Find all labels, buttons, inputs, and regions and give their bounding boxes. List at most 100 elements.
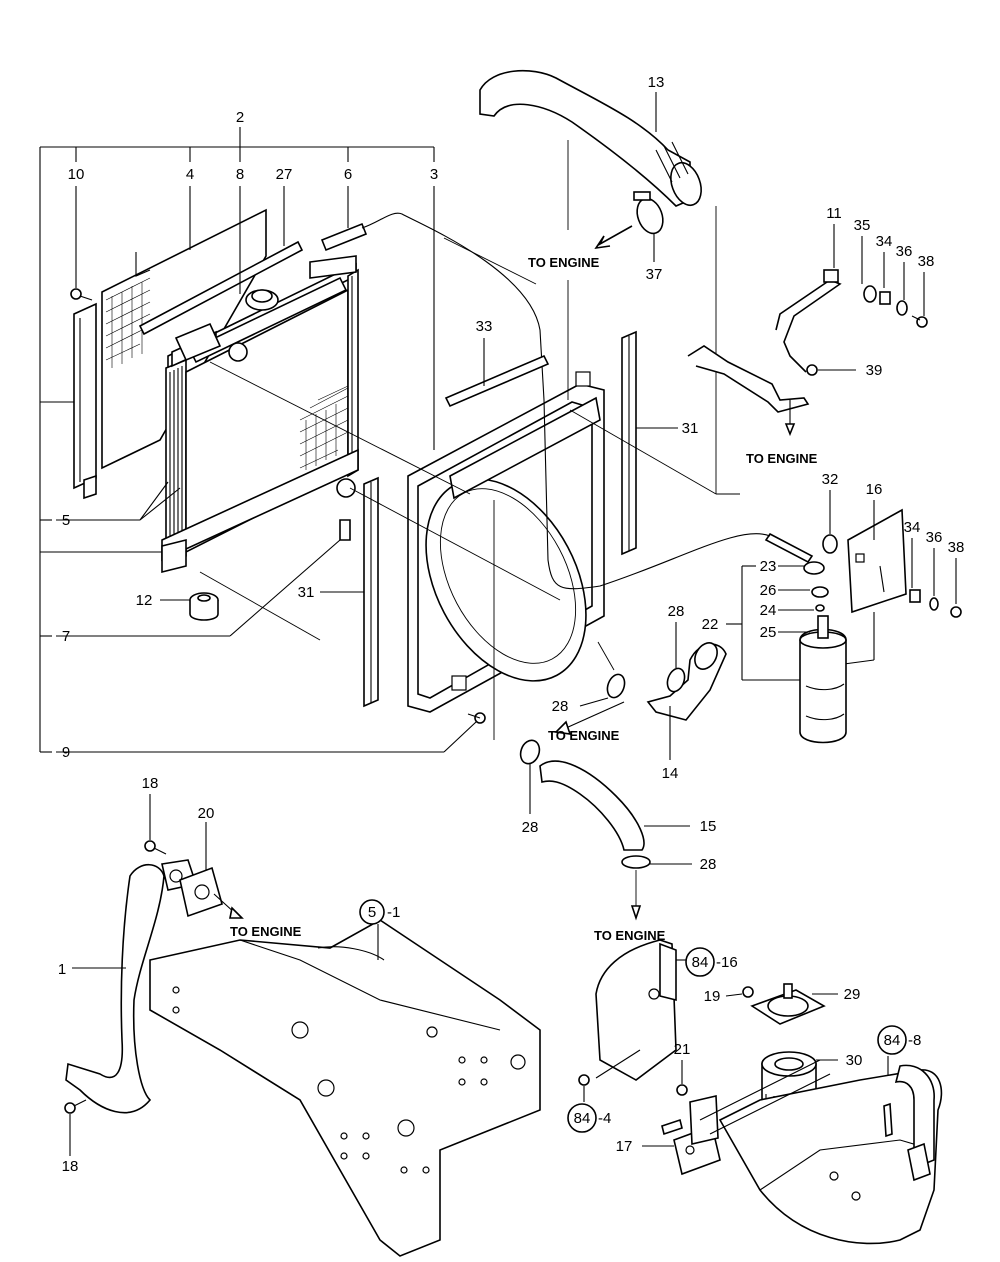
callout-3[interactable]: 3 xyxy=(430,166,438,183)
callout-30[interactable]: 30 xyxy=(846,1052,863,1069)
callout-21[interactable]: 21 xyxy=(674,1041,691,1058)
hose-14 xyxy=(646,642,727,760)
callout-34-upper[interactable]: 34 xyxy=(876,233,893,250)
gasket-20 xyxy=(179,822,244,919)
upper-hose-13 xyxy=(479,69,702,207)
callout-37[interactable]: 37 xyxy=(646,266,663,283)
callout-20[interactable]: 20 xyxy=(198,805,215,822)
seal-strip-27 xyxy=(138,186,304,336)
ref-84-16-number: 84 xyxy=(692,954,709,971)
nut-84-4 xyxy=(578,1074,590,1102)
callout-35[interactable]: 35 xyxy=(854,217,871,234)
bolt-18-lower xyxy=(64,1099,87,1156)
callout-18-upper[interactable]: 18 xyxy=(142,775,159,792)
bolt-9 xyxy=(56,712,486,753)
clamp-28-d xyxy=(621,855,692,869)
callout-32[interactable]: 32 xyxy=(822,471,839,488)
overflow-pipe-and-grommet-32 xyxy=(543,399,838,590)
clamp-28-a xyxy=(666,622,686,693)
callout-13[interactable]: 13 xyxy=(648,74,665,91)
ref-84-4[interactable]: 84 -4 xyxy=(567,1103,611,1133)
ref-84-4-suffix: -4 xyxy=(598,1110,611,1127)
bracket-16 xyxy=(843,500,907,665)
lower-fastener-set xyxy=(909,538,962,618)
ref-5-number: 5 xyxy=(368,904,376,921)
callout-15[interactable]: 15 xyxy=(700,818,717,835)
note-to-engine-1: TO ENGINE xyxy=(528,255,600,270)
seal-31-left xyxy=(320,476,379,708)
leader-84-4 xyxy=(595,1049,641,1079)
bolt-10 xyxy=(70,186,93,301)
reserve-tank-22 xyxy=(726,561,847,744)
center-lines xyxy=(199,140,740,740)
callout-38-upper[interactable]: 38 xyxy=(918,253,935,270)
ref-84-16-suffix: -16 xyxy=(716,954,738,971)
callout-31-right[interactable]: 31 xyxy=(682,420,699,437)
callout-6[interactable]: 6 xyxy=(344,166,352,183)
note-to-engine-5: TO ENGINE xyxy=(230,924,302,939)
callout-24[interactable]: 24 xyxy=(760,602,777,619)
callout-25[interactable]: 25 xyxy=(760,624,777,641)
callout-22[interactable]: 22 xyxy=(702,616,719,633)
callout-28-d[interactable]: 28 xyxy=(700,856,717,873)
ref-84-8-number: 84 xyxy=(884,1032,901,1049)
callout-28-b[interactable]: 28 xyxy=(552,698,569,715)
ref-84-16[interactable]: 84 -16 xyxy=(685,947,738,977)
callout-28-a[interactable]: 28 xyxy=(668,603,685,620)
callout-1[interactable]: 1 xyxy=(58,961,66,978)
callout-8[interactable]: 8 xyxy=(236,166,244,183)
fan-shroud-3 xyxy=(407,186,605,713)
callout-38-lower[interactable]: 38 xyxy=(948,539,965,556)
callout-bracket-2 xyxy=(39,127,435,753)
note-to-engine-3: TO ENGINE xyxy=(548,728,620,743)
callout-16[interactable]: 16 xyxy=(866,481,883,498)
callout-39[interactable]: 39 xyxy=(866,362,883,379)
callout-36-lower[interactable]: 36 xyxy=(926,529,943,546)
seal-strip-33 xyxy=(444,338,550,408)
rear-frame-84-8 xyxy=(699,1056,943,1245)
bolt-39 xyxy=(806,364,856,376)
callout-33[interactable]: 33 xyxy=(476,318,493,335)
side-plate xyxy=(73,302,97,500)
note-to-engine-2: TO ENGINE xyxy=(746,451,818,466)
callout-5[interactable]: 5 xyxy=(62,512,70,529)
callout-23[interactable]: 23 xyxy=(760,558,777,575)
callout-12[interactable]: 12 xyxy=(136,592,153,609)
callout-27[interactable]: 27 xyxy=(276,166,293,183)
ref-84-8[interactable]: 84 -8 xyxy=(877,1025,921,1055)
callout-18-lower[interactable]: 18 xyxy=(62,1158,79,1175)
callout-26[interactable]: 26 xyxy=(760,582,777,599)
hose-15 xyxy=(539,760,690,921)
callout-7[interactable]: 7 xyxy=(62,628,70,645)
callout-34-lower[interactable]: 34 xyxy=(904,519,921,536)
overflow-hose-6 xyxy=(320,186,545,401)
callout-2[interactable]: 2 xyxy=(236,109,244,126)
callout-11[interactable]: 11 xyxy=(826,205,842,222)
upper-fastener-set xyxy=(861,236,928,328)
clamp-28-c xyxy=(519,739,541,814)
callout-28-c[interactable]: 28 xyxy=(522,819,539,836)
seal-31-right xyxy=(621,330,678,556)
drain-cock-7 xyxy=(56,478,356,637)
callout-9[interactable]: 9 xyxy=(62,744,70,761)
note-to-engine-4: TO ENGINE xyxy=(594,928,666,943)
upper-tank xyxy=(174,276,348,364)
callout-31-left[interactable]: 31 xyxy=(298,584,315,601)
ref-5-1[interactable]: 5 -1 xyxy=(359,899,400,925)
callout-17[interactable]: 17 xyxy=(616,1138,633,1155)
filter-head-29 xyxy=(750,983,838,1025)
callout-36-upper[interactable]: 36 xyxy=(896,243,913,260)
callout-14[interactable]: 14 xyxy=(662,765,679,782)
callout-29[interactable]: 29 xyxy=(844,986,861,1003)
radiator-cap-8 xyxy=(239,186,279,311)
callout-10[interactable]: 10 xyxy=(68,166,85,183)
callout-labels: 1 2 3 4 5 6 7 8 9 10 11 12 13 14 15 16 1… xyxy=(58,74,965,1175)
guard-84-16 xyxy=(595,939,690,1081)
frame-5-1 xyxy=(149,919,541,1257)
callout-19[interactable]: 19 xyxy=(704,988,721,1005)
ref-84-8-suffix: -8 xyxy=(908,1032,921,1049)
callout-4[interactable]: 4 xyxy=(186,166,194,183)
clamp-28-b xyxy=(579,673,626,707)
